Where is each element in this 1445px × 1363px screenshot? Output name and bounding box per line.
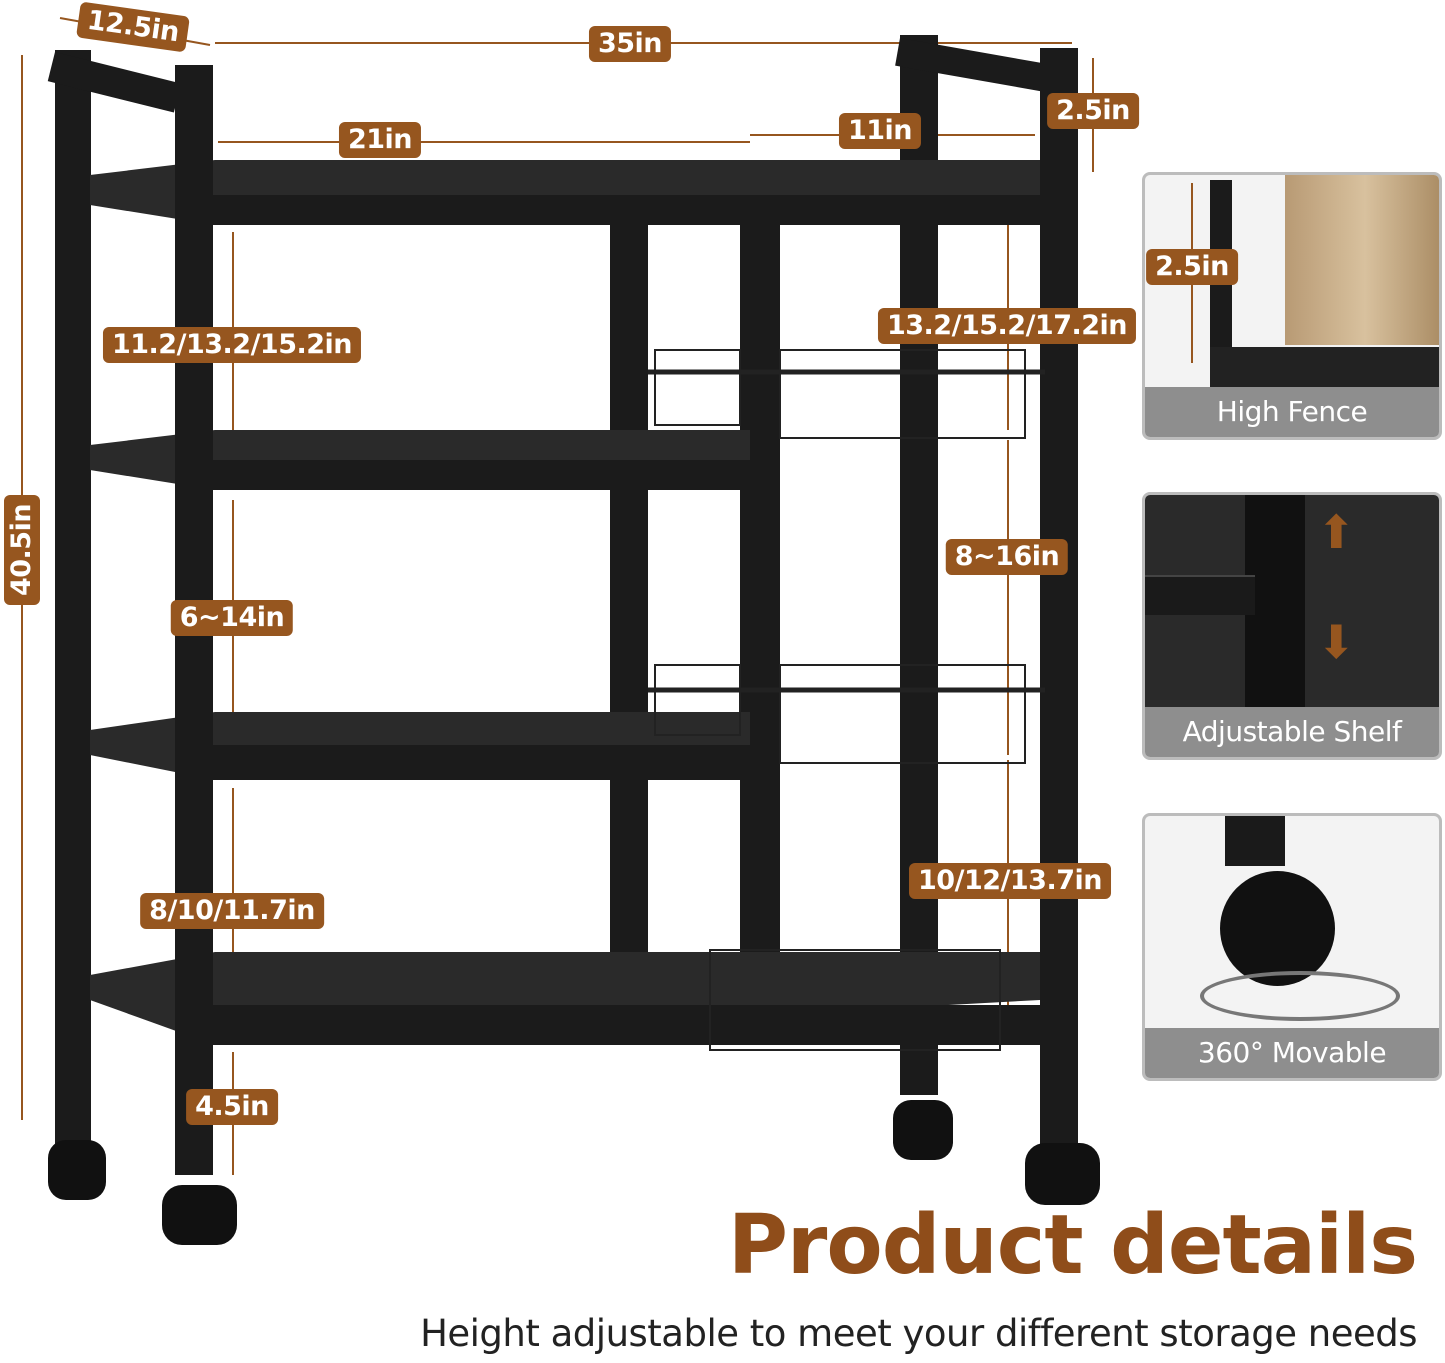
right-gap-top-label: 13.2/15.2/17.2in: [877, 308, 1137, 344]
rotate-icon: [1200, 971, 1400, 1021]
feature-high-fence: 2.5in High Fence: [1142, 172, 1442, 440]
caster-wheels: [48, 1100, 1100, 1245]
left-gap-mid-label: 6~14in: [170, 600, 294, 636]
shelf-illustration: [21, 17, 1100, 1245]
fence-badge: 2.5in: [1146, 249, 1238, 285]
arrow-up-icon: ⬆: [1317, 505, 1356, 559]
right-gap-mid-label: 8~16in: [945, 539, 1069, 575]
right-gap-bottom-label: 10/12/13.7in: [909, 863, 1111, 899]
left-gap-top-label: 11.2/13.2/15.2in: [102, 327, 362, 363]
right-width-label: 11in: [838, 113, 922, 149]
wire-baskets: [648, 349, 1045, 1051]
arrow-down-icon: ⬇: [1317, 615, 1356, 669]
feature-caption: Adjustable Shelf: [1145, 707, 1439, 757]
wood-image: [1285, 175, 1439, 345]
feature-adjustable-shelf: ⬆ ⬇ Adjustable Shelf: [1142, 492, 1442, 760]
feature-caption: High Fence: [1145, 387, 1439, 437]
page-title: Product details: [727, 1198, 1418, 1293]
feature-caption: 360° Movable: [1145, 1028, 1439, 1078]
fence-label: 2.5in: [1047, 93, 1139, 129]
width-label: 35in: [588, 26, 672, 62]
leg-label: 4.5in: [186, 1089, 278, 1125]
left-width-label: 21in: [338, 122, 422, 158]
subtitle: Height adjustable to meet your different…: [420, 1312, 1417, 1355]
feature-360-movable: 360° Movable: [1142, 813, 1442, 1081]
caster-wheel-icon: [1220, 871, 1335, 986]
frame: [47, 35, 1078, 1175]
left-gap-bottom-label: 8/10/11.7in: [140, 893, 324, 929]
height-label: 40.5in: [4, 494, 40, 606]
